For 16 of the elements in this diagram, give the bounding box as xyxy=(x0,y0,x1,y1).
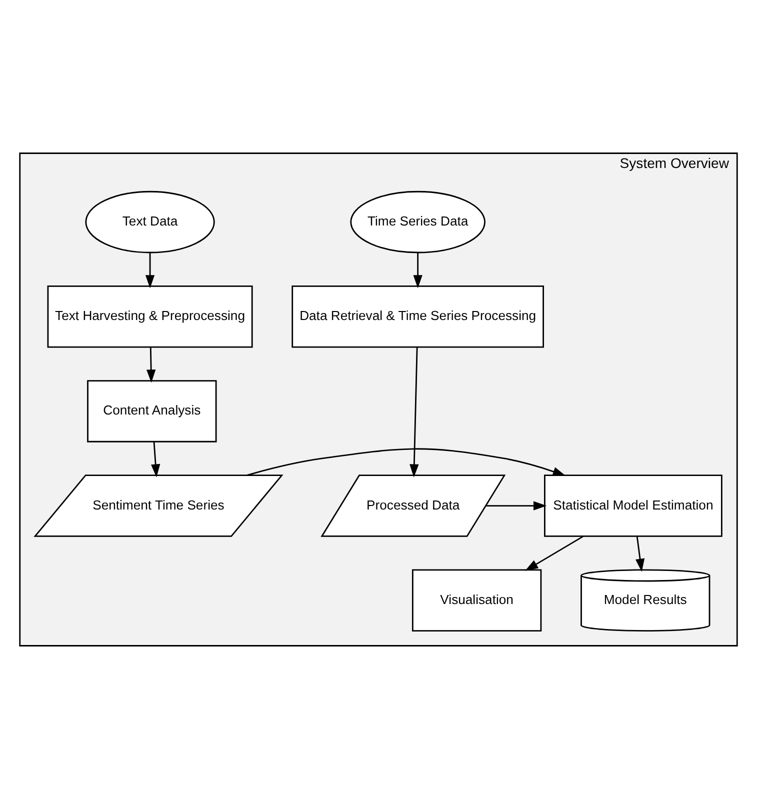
arrow xyxy=(145,252,155,288)
arrow xyxy=(146,346,156,382)
arrow xyxy=(410,346,419,477)
node-ellipse: Text Data xyxy=(85,190,215,253)
node-box: Statistical Model Estimation xyxy=(544,474,722,536)
node-box: Text Harvesting & Preprocessing xyxy=(47,285,253,348)
arrow xyxy=(486,500,547,510)
arrow xyxy=(413,252,422,288)
node-ellipse: Time Series Data xyxy=(350,190,486,253)
node-box: Content Analysis xyxy=(87,380,217,442)
node-box: Data Retrieval & Time Series Processing xyxy=(292,285,544,348)
node-box: Visualisation xyxy=(412,568,542,631)
arrow xyxy=(524,535,584,570)
arrow xyxy=(635,536,645,572)
arrow xyxy=(151,441,160,477)
arrow xyxy=(246,448,566,476)
